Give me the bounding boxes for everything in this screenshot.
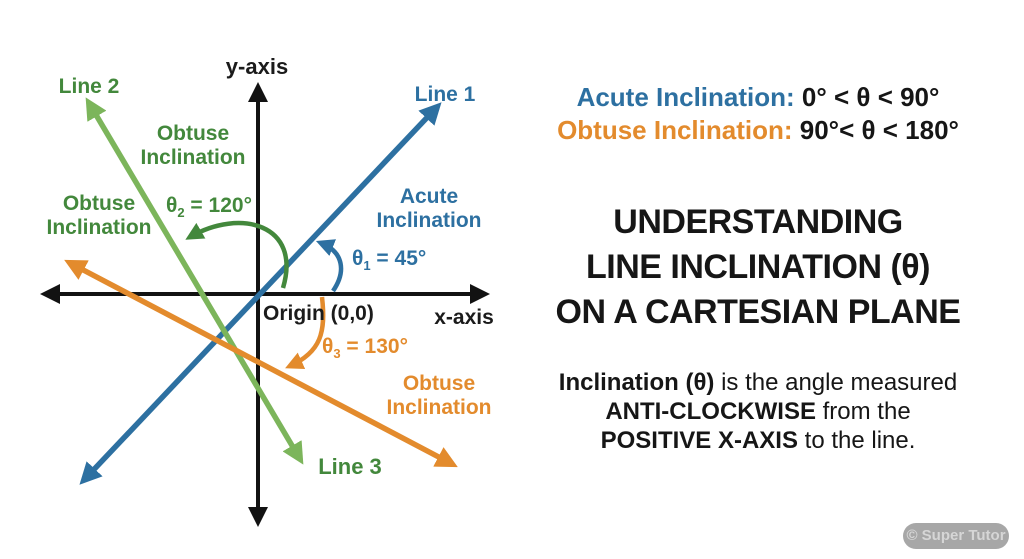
description-line-3: POSITIVE X-AXIS to the line.	[505, 426, 1011, 455]
theta3-degrees: = 130°	[340, 335, 408, 358]
line-3	[64, 259, 458, 468]
theta3-subscript: 3	[333, 346, 341, 361]
description-line-1: Inclination (θ) is the angle measured	[505, 368, 1011, 397]
theta2-symbol: θ	[166, 194, 178, 217]
obtuse-inclination-label-upper: Obtuse Inclination	[140, 122, 246, 169]
description-rest-2: from the	[815, 398, 911, 425]
obtuse-definition-label: Obtuse Inclination:	[557, 115, 793, 145]
title-line-3: ON A CARTESIAN PLANE	[555, 293, 961, 331]
inclination-description: Inclination (θ) is the angle measured AN…	[505, 368, 1011, 455]
theta1-subscript: 1	[363, 258, 371, 273]
acute-inclination-label: Acute Inclination	[376, 185, 482, 232]
description-rest-1: is the angle measured	[714, 369, 958, 396]
y-axis-label: y-axis	[225, 54, 289, 79]
obtuse-definition-range: 90°< θ < 180°	[799, 115, 959, 145]
theta2-value-label: θ2 = 120°	[166, 194, 252, 221]
acute-definition-range: 0° < θ < 90°	[801, 82, 940, 112]
cartesian-plane	[40, 82, 490, 527]
text-panel: Acute Inclination: 0° < θ < 90° Obtuse I…	[505, 0, 1011, 559]
line2-label: Line 2	[58, 75, 120, 98]
theta1-angle-arc	[315, 239, 344, 293]
acute-definition: Acute Inclination: 0° < θ < 90°	[505, 82, 1011, 113]
description-line-2: ANTI-CLOCKWISE from the	[505, 397, 1011, 426]
page-title: UNDERSTANDING LINE INCLINATION (θ) ON A …	[505, 200, 1011, 335]
acute-definition-label: Acute Inclination:	[576, 82, 795, 112]
obtuse-definition: Obtuse Inclination: 90°< θ < 180°	[505, 115, 1011, 146]
theta3-symbol: θ	[322, 335, 334, 358]
obtuse-inclination-label-orange: Obtuse Inclination	[386, 372, 492, 419]
line3-label: Line 3	[318, 454, 382, 479]
description-bold-2: ANTI-CLOCKWISE	[605, 398, 816, 425]
title-line-1: UNDERSTANDING	[613, 203, 903, 241]
x-axis-label: x-axis	[434, 306, 494, 329]
origin-label: Origin (0,0)	[263, 302, 374, 325]
title-line-2: LINE INCLINATION (θ)	[586, 248, 930, 286]
description-bold-1: Inclination (θ)	[558, 369, 715, 396]
theta1-value-label: θ1 = 45°	[352, 247, 426, 274]
theta2-subscript: 2	[177, 205, 185, 220]
theta3-value-label: θ3 = 130°	[322, 335, 408, 362]
watermark-badge: © Super Tutor	[903, 523, 1009, 549]
theta2-angle-arc	[185, 220, 289, 289]
theta3-angle-arc	[285, 296, 326, 370]
theta2-degrees: = 120°	[184, 194, 252, 217]
theta1-degrees: = 45°	[370, 247, 427, 270]
theta1-symbol: θ	[352, 247, 364, 270]
obtuse-inclination-label-left: Obtuse Inclination	[46, 192, 152, 239]
description-bold-3: POSITIVE X-AXIS	[600, 427, 798, 454]
line1-label: Line 1	[414, 83, 476, 106]
description-rest-3: to the line.	[797, 427, 916, 454]
